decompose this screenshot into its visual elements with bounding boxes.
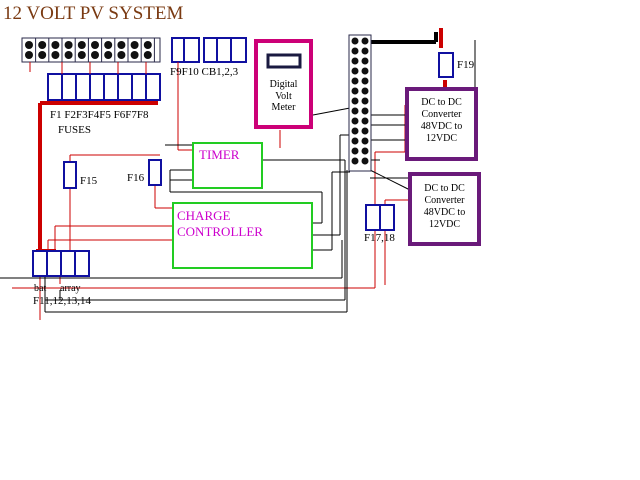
terminal-screw [351,117,359,125]
terminal-screw [351,137,359,145]
charge-controller-label-1: CHARGE [177,208,231,223]
terminal-screw [130,41,139,49]
converter-1-label: DC to DC Converter 48VDC to 12VDC [409,97,474,145]
terminal-screw [25,41,33,49]
converter-2-line: 48VDC to [423,207,466,218]
terminal-screw [361,97,369,105]
charge-controller-label-2: CONTROLLER [177,224,263,239]
fuse-holder [103,73,119,101]
fuse-holder [47,73,63,101]
fuse-holder [61,73,77,101]
terminal-screw [64,51,73,59]
terminal-screw [130,51,139,59]
terminal-screw [361,77,369,85]
terminal-screw [351,47,359,55]
thin-red-wires [12,62,410,320]
terminal-screw [351,37,359,45]
terminal-screw [77,41,86,49]
terminal-screw [351,87,359,95]
converter-1-line: Converter [421,109,462,120]
f11-14-label: F11,12,13,14 [33,295,91,307]
terminal-screw [77,51,86,59]
terminal-screw [51,41,60,49]
terminal-screw [104,41,113,49]
converter-2-label: DC to DC Converter 48VDC to 12VDC [412,183,477,231]
fuse-f17-18 [365,204,395,231]
charge-controller-box [172,202,313,269]
f16-label: F16 [127,172,145,184]
dvm-label: Digital Volt Meter [260,79,307,114]
converter-2-box [408,172,481,246]
f9-cb-label: F9F10 CB1,2,3 [170,66,239,78]
converter-2-line: DC to DC [424,183,465,194]
timer-box [192,142,263,189]
fuse-f16 [148,159,162,186]
fuse-holder [75,73,91,101]
terminal-screw [351,97,359,105]
fuse-f15 [63,161,77,189]
terminal-screw [351,147,359,155]
diagram-title: 12 VOLT PV SYSTEM [3,3,184,24]
terminal-screw [351,67,359,75]
terminal-screw [104,51,113,59]
terminal-screw [361,57,369,65]
fuse-holder [89,73,105,101]
dvm-label-line1: Digital [269,79,298,90]
converter-2-line: 12VDC [428,219,461,230]
terminal-strip-right [348,34,372,172]
terminal-screw [361,107,369,115]
f19-label: F19 [457,59,475,71]
terminal-screw [51,51,60,59]
terminal-screw [361,127,369,135]
fuse-block-f11-f14 [32,250,90,277]
converter-1-line: DC to DC [421,97,462,108]
terminal-screw [351,107,359,115]
terminal-screw [351,57,359,65]
fuse-holder [145,73,161,101]
terminal-screw [91,41,99,49]
terminal-screw [361,47,369,55]
fuse-holder [117,73,133,101]
terminal-screw [361,67,369,75]
converter-1-line: 12VDC [425,133,458,144]
fuse-holder [131,73,147,101]
f17-18-label: F17,18 [364,232,395,244]
digital-volt-meter [254,39,313,129]
black-wires [0,32,476,313]
fuse-f19 [438,52,454,78]
terminal-screw [25,51,33,59]
terminal-screw [361,137,369,145]
terminal-screw [38,41,47,49]
converter-1-line: 48VDC to [420,121,463,132]
terminal-screw [361,87,369,95]
fuse-numbers-label: F1 F2F3F4F5 F6F7F8 [50,109,149,121]
terminal-screw [361,147,369,155]
terminal-screw [361,157,369,165]
terminal-screw [38,51,47,59]
terminal-screw [351,157,359,165]
terminal-screw [117,51,126,59]
fuse-block-f9-cb [171,37,247,63]
fuse-block-f1-f8 [47,73,161,101]
terminal-screw [361,37,369,45]
array-label: array [60,283,81,294]
terminal-screw [143,41,152,49]
converter-2-line: Converter [424,195,465,206]
fuses-label: FUSES [58,124,92,136]
dvm-label-line2: Volt [275,90,292,102]
terminal-screw [64,41,73,49]
terminal-strip-top [21,37,161,63]
bat-label: bat [34,283,47,294]
f15-label: F15 [80,175,98,187]
terminal-screw [351,127,359,135]
converter-1-box [405,87,478,161]
terminal-screw [91,51,99,59]
timer-label: TIMER [199,147,240,162]
terminal-screw [351,77,359,85]
terminal-screw [117,41,126,49]
terminal-screw [143,51,152,59]
terminal-screw [361,117,369,125]
dvm-label-line3: Meter [271,102,296,113]
